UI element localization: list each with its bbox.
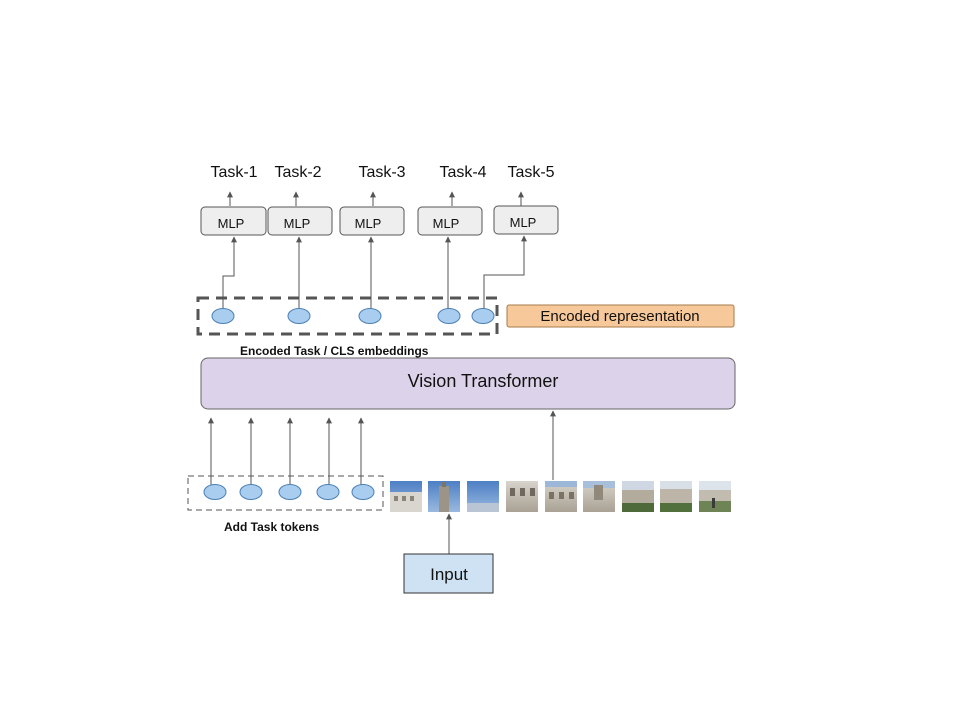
encoded-tokens-caption: Encoded Task / CLS embeddings (240, 344, 429, 358)
token-1-to-mlp-arrow (222, 236, 237, 309)
task-token-4 (316, 484, 340, 500)
task-2-label: Task-2 (274, 164, 321, 181)
mlp-box-4: MLP (417, 206, 483, 236)
image-patch-9 (699, 481, 731, 512)
mlp-box-5: MLP (493, 205, 559, 235)
encoded-tokens-group (196, 296, 499, 336)
input-label: Input (430, 565, 468, 584)
image-patch-3 (467, 481, 499, 512)
task-5-label: Task-5 (507, 164, 554, 181)
image-patch-8 (660, 481, 692, 512)
encoded-representation-label: Encoded representation (540, 308, 699, 325)
encoded-token-3 (358, 308, 382, 324)
encoded-representation-box: Encoded representation (506, 304, 735, 328)
mlp-box-1: MLP (200, 206, 267, 236)
mlp-1-label: MLP (218, 216, 245, 231)
task-token-1 (203, 484, 227, 500)
image-patch-2 (428, 481, 460, 512)
image-patch-7 (622, 481, 654, 512)
add-task-tokens-caption: Add Task tokens (224, 520, 319, 534)
task-token-5 (351, 484, 375, 500)
task-token-3 (278, 484, 302, 500)
encoded-token-4 (437, 308, 461, 324)
encoded-token-5 (471, 308, 495, 324)
image-patch-4 (506, 481, 538, 512)
token-5-to-mlp-arrow (483, 235, 527, 309)
mlp-5-label: MLP (510, 215, 537, 230)
task-3-label: Task-3 (358, 164, 405, 181)
task-4-label: Task-4 (439, 164, 486, 181)
vision-transformer-label: Vision Transformer (408, 371, 559, 391)
image-patch-1 (390, 481, 422, 512)
encoded-token-2 (287, 308, 311, 324)
mlp-4-label: MLP (433, 216, 460, 231)
task-tokens-group (187, 475, 384, 511)
task-1-label: Task-1 (210, 164, 257, 181)
mlp-2-label: MLP (284, 216, 311, 231)
task-token-2 (239, 484, 263, 500)
input-box: Input (403, 553, 494, 594)
image-patch-5 (545, 481, 577, 512)
image-patch-6 (583, 481, 615, 512)
mlp-box-2: MLP (267, 206, 333, 236)
encoded-token-1 (211, 308, 235, 324)
mlp-3-label: MLP (355, 216, 382, 231)
vision-transformer-block: Vision Transformer (200, 357, 736, 410)
mlp-box-3: MLP (339, 206, 405, 236)
